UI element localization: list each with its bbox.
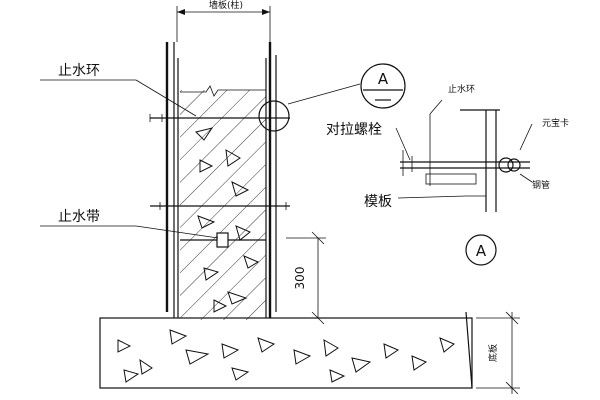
base-slab-label: 底板 <box>487 344 499 362</box>
nut-clamp-circle <box>498 157 514 173</box>
leader-lines <box>40 79 361 239</box>
water-stop-band-label: 止水带 <box>58 209 100 225</box>
detail-a-circle <box>258 100 290 132</box>
nut-clamp-label: 元宝卡 <box>542 117 569 129</box>
wall-thickness-dimension: 墙板(柱) <box>176 0 271 42</box>
detail-bubble-letter: A <box>378 70 389 88</box>
detail-bubble: A <box>360 63 406 109</box>
detail-a-marker-letter: A <box>476 242 487 260</box>
wall-concrete <box>180 85 266 320</box>
water-stop-band-block <box>216 232 229 248</box>
tie-bolt-label: 对拉螺栓 <box>326 122 382 138</box>
base-slab <box>99 311 473 389</box>
formwork-label: 模板 <box>364 194 392 210</box>
steel-pipe-label: 钢管 <box>532 179 550 191</box>
height-dimension: 300 <box>286 231 326 325</box>
wall-thickness-label: 墙板(柱) <box>209 0 243 11</box>
water-stop-ring-label: 止水环 <box>58 63 100 79</box>
detail-water-stop-ring-label: 止水环 <box>448 83 475 95</box>
detail-a-marker: A <box>465 234 497 266</box>
detail-a-enlarged <box>395 99 533 212</box>
tie-bolts <box>149 114 290 248</box>
base-dimension: 底板 <box>476 311 520 395</box>
height-dimension-label: 300 <box>293 267 307 290</box>
